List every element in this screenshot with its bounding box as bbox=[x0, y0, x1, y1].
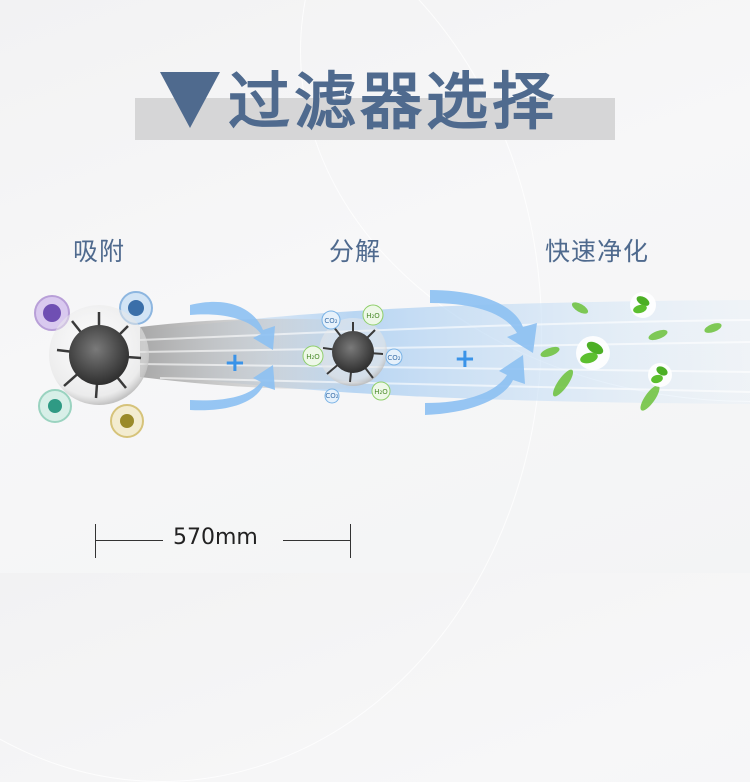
dimension-line-left bbox=[95, 540, 163, 541]
stage-label-decomposition: 分解 bbox=[329, 237, 382, 266]
stage-label-adsorption: 吸附 bbox=[73, 237, 126, 266]
leaves-purification-icon bbox=[540, 292, 722, 411]
dimension-indicator: 570mm bbox=[95, 520, 351, 560]
svg-text:CO₂: CO₂ bbox=[387, 354, 400, 362]
svg-text:CO₂: CO₂ bbox=[325, 392, 338, 400]
curved-arrows-icon bbox=[190, 301, 275, 411]
dimension-value: 570mm bbox=[173, 525, 258, 550]
airflow-stream bbox=[140, 300, 750, 404]
dimension-line-right bbox=[283, 540, 350, 541]
plus-icon: + bbox=[454, 344, 476, 374]
triangle-down-icon bbox=[160, 72, 220, 128]
stage-label-purification: 快速净化 bbox=[545, 237, 650, 266]
page-title-text: 过滤器选择 bbox=[228, 65, 559, 138]
curved-arrows-icon bbox=[425, 290, 537, 415]
svg-text:H₂O: H₂O bbox=[306, 353, 320, 361]
virus-adsorption-icon bbox=[34, 291, 153, 438]
virus-decomposition-icon: CO₂ H₂O H₂O CO₂ CO₂ H₂O bbox=[302, 304, 403, 404]
svg-text:H₂O: H₂O bbox=[366, 312, 380, 320]
plus-icon: + bbox=[224, 348, 246, 378]
page-title: 过滤器选择 bbox=[160, 56, 558, 138]
svg-text:H₂O: H₂O bbox=[374, 388, 388, 396]
dimension-tick-right bbox=[350, 524, 351, 558]
dimension-tick-left bbox=[95, 524, 96, 558]
svg-text:CO₂: CO₂ bbox=[324, 317, 337, 325]
